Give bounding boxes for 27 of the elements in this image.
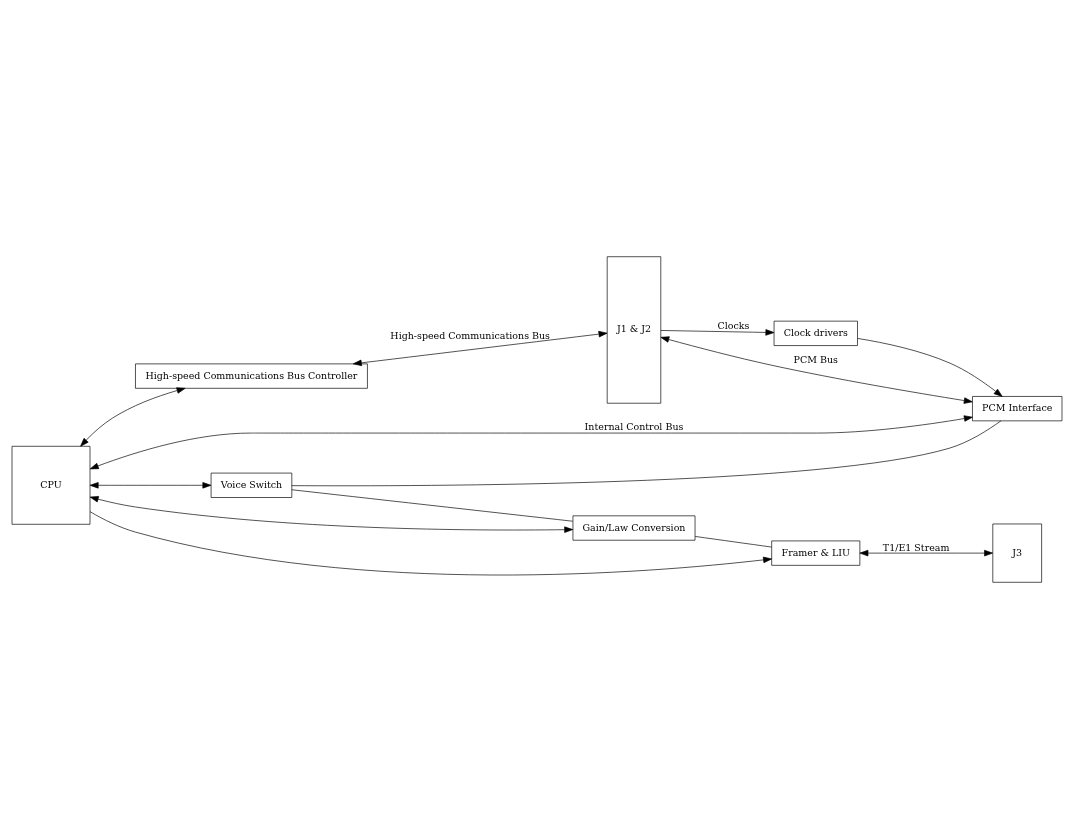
- arrow: [89, 415, 973, 470]
- arrow: [660, 336, 973, 404]
- connector: [694, 536, 772, 548]
- node-box: J3: [992, 523, 1042, 583]
- node-box: Voice Switch: [210, 472, 293, 498]
- arrow: [80, 387, 186, 447]
- edge-label: Clocks: [717, 320, 750, 332]
- arrow: [89, 496, 574, 533]
- node-box: J1 & J2: [606, 256, 662, 404]
- node-box: Gain/Law Conversion: [572, 515, 696, 541]
- edge-label: High-speed Communications Bus: [390, 329, 550, 341]
- edge-label: T1/E1 Stream: [882, 541, 950, 553]
- arrow: [857, 338, 1003, 397]
- arrow: [352, 330, 608, 367]
- node-box: CPU: [11, 445, 91, 525]
- edge-label: PCM Bus: [793, 353, 838, 365]
- node-box: Clock drivers: [773, 320, 858, 346]
- arrow: [89, 511, 772, 576]
- node-box: PCM Interface: [972, 396, 1063, 422]
- connector: [291, 489, 574, 522]
- arrow: [660, 329, 775, 336]
- node-box: Framer & LIU: [771, 540, 861, 566]
- edge-label: Internal Control Bus: [584, 421, 684, 433]
- arrow: [89, 482, 212, 489]
- node-box: High-speed Communications Bus Controller: [135, 363, 368, 389]
- arrow: [859, 549, 993, 557]
- connector: [291, 420, 1002, 487]
